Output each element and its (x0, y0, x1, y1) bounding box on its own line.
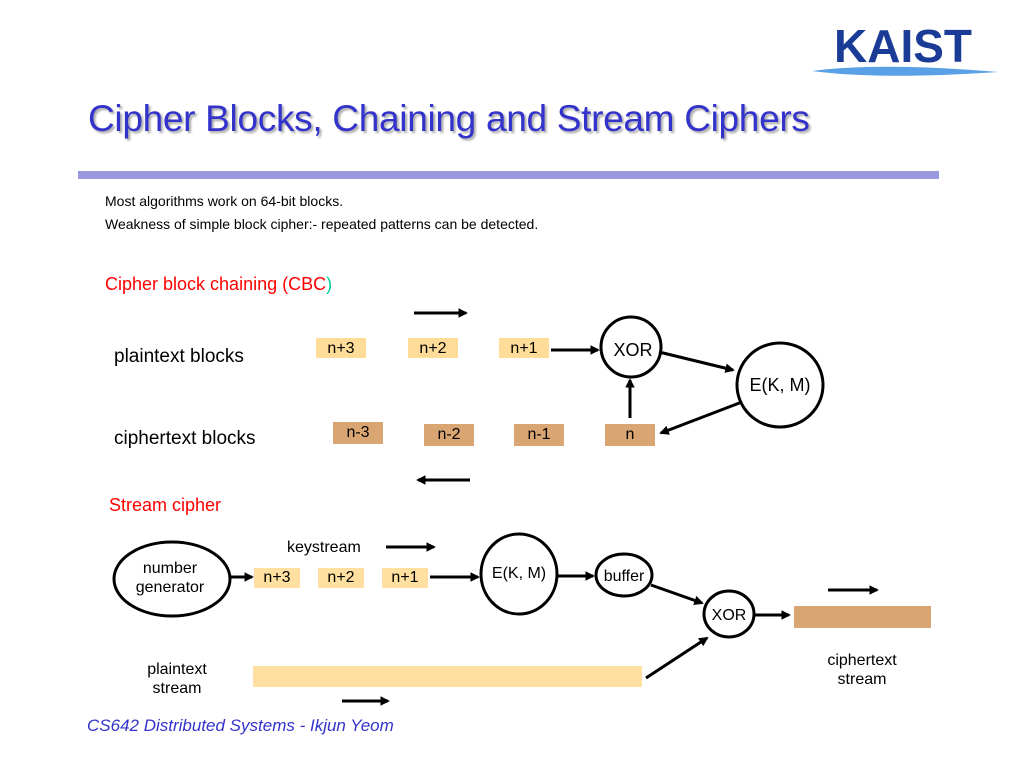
body-line-1: Most algorithms work on 64-bit blocks. (105, 193, 344, 209)
ciphertext-stream-label-line2: stream (837, 671, 887, 688)
cbc-xor-label: XOR (613, 340, 652, 360)
plaintext-stream-bar (253, 666, 642, 687)
cbc-encrypt-to-cipher-arrow (659, 400, 743, 435)
stream-xor-node (702, 589, 756, 639)
keystream-block: n+1 (382, 568, 428, 588)
ciphertext-stream-label: ciphertext stream (812, 651, 912, 689)
buffer-label: buffer (604, 568, 645, 585)
plaintext-stream-label: plaintext stream (133, 660, 221, 698)
number-generator-node (112, 540, 232, 618)
cbc-xor-to-encrypt-arrow (658, 350, 735, 373)
plaintext-block: n+1 (499, 338, 549, 358)
ciphertext-blocks-label: ciphertext blocks (114, 428, 256, 449)
stream-encrypt-label: E(K, M) (492, 565, 546, 582)
stream-xor-label: XOR (712, 607, 747, 624)
stream-encrypt-node (479, 532, 559, 616)
kaist-logo-swoosh (812, 66, 998, 76)
title-rule (78, 171, 939, 179)
cbc-encrypt-label: E(K, M) (750, 375, 811, 395)
keystream-label: keystream (287, 539, 361, 556)
plaintext-stream-label-line2: stream (152, 680, 202, 697)
cbc-xor-node (599, 315, 663, 379)
cbc-encrypt-node (735, 341, 825, 429)
cbc-heading: Cipher block chaining (CBC) (105, 274, 332, 295)
kaist-logo-graphic: KAIST (812, 20, 998, 76)
cbc-heading-paren: ) (326, 274, 333, 294)
cbc-heading-text: Cipher block chaining (CBC (105, 274, 327, 294)
buffer-node (594, 552, 654, 598)
number-generator-label-line1: number (143, 560, 198, 577)
ciphertext-block: n-3 (333, 422, 383, 444)
ciphertext-block: n-1 (514, 424, 564, 446)
plaintext-stream-label-line1: plaintext (147, 661, 207, 678)
ciphertext-block: n-2 (424, 424, 474, 446)
plaintext-block: n+3 (316, 338, 366, 358)
slide-footer: CS642 Distributed Systems - Ikjun Yeom (87, 716, 394, 735)
buffer-to-xor-arrow (650, 583, 704, 605)
plaintext-blocks-label: plaintext blocks (114, 346, 244, 367)
keystream-block: n+2 (318, 568, 364, 588)
body-line-2: Weakness of simple block cipher:- repeat… (105, 216, 539, 232)
stream-heading: Stream cipher (109, 495, 222, 515)
keystream-block: n+3 (254, 568, 300, 588)
ciphertext-stream-bar (794, 606, 931, 628)
kaist-logo-text: KAIST (834, 20, 972, 72)
plaintext-block: n+2 (408, 338, 458, 358)
number-generator-label-line2: generator (136, 579, 205, 596)
ciphertext-stream-label-line1: ciphertext (827, 652, 897, 669)
slide-title: Cipher Blocks, Chaining and Stream Ciphe… (88, 98, 810, 139)
ciphertext-block: n (605, 424, 655, 446)
plaintext-to-xor-arrow (645, 636, 709, 680)
